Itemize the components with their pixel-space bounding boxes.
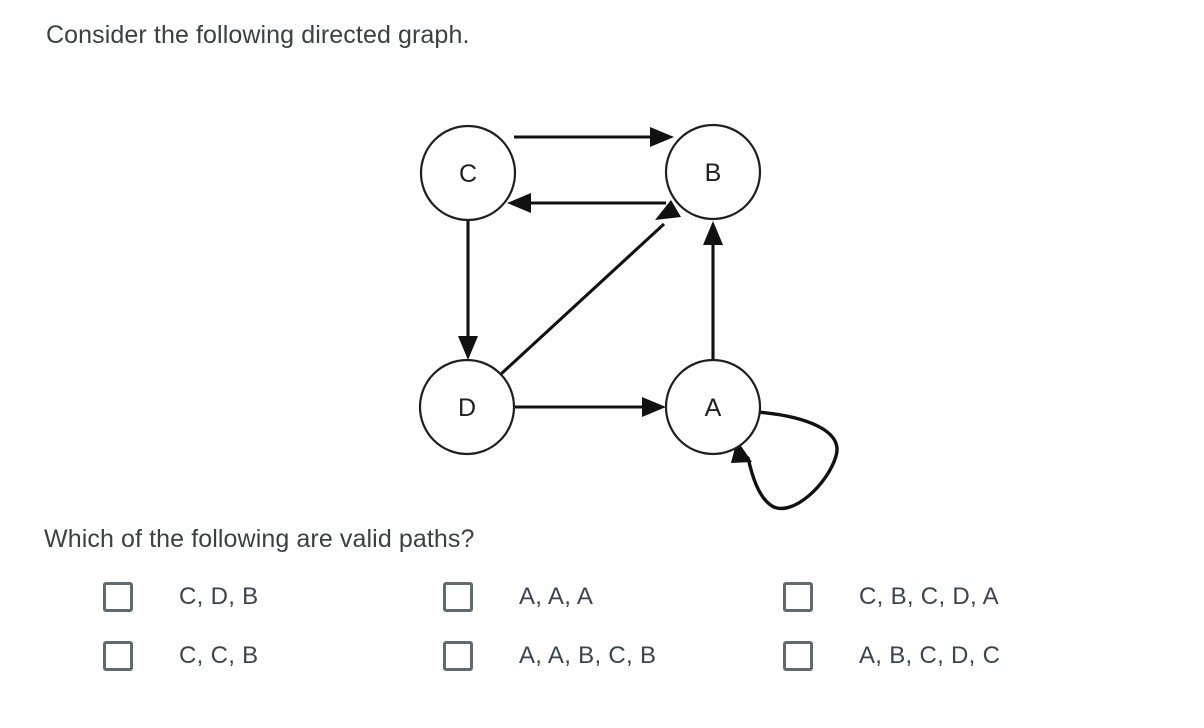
checkbox-c-d-b[interactable] (103, 582, 133, 612)
option-a-b-c-d-c[interactable]: A, B, C, D, C (783, 637, 1123, 675)
prompt-text: Consider the following directed graph. (46, 21, 470, 49)
checkbox-a-b-c-d-c[interactable] (783, 641, 813, 671)
option-a-a-a[interactable]: A, A, A (443, 578, 783, 616)
option-label-c-c-b: C, C, B (179, 642, 259, 669)
options-grid: C, D, B A, A, A C, B, C, D, A C, C, B A,… (103, 578, 1123, 696)
directed-graph-figure: C B D A (400, 100, 860, 530)
edge-c-to-b (514, 127, 674, 147)
checkbox-a-a-b-c-b[interactable] (443, 641, 473, 671)
node-label-d: D (458, 394, 476, 422)
graph-svg: C B D A (418, 123, 839, 510)
edge-d-to-a (514, 397, 666, 417)
option-label-a-a-b-c-b: A, A, B, C, B (519, 642, 657, 669)
option-label-c-b-c-d-a: C, B, C, D, A (859, 583, 999, 610)
node-label-a: A (705, 394, 722, 422)
graph-node-c: C (419, 124, 517, 222)
graph-node-b: B (664, 123, 762, 221)
graph-node-a: A (664, 358, 762, 456)
checkbox-c-c-b[interactable] (103, 641, 133, 671)
edge-c-to-d (458, 220, 478, 360)
option-c-c-b[interactable]: C, C, B (103, 637, 443, 675)
node-label-c: C (459, 160, 477, 188)
option-label-a-b-c-d-c: A, B, C, D, C (859, 642, 1001, 669)
option-label-a-a-a: A, A, A (519, 583, 594, 610)
checkbox-a-a-a[interactable] (443, 582, 473, 612)
edge-b-to-c (507, 193, 666, 213)
option-label-c-d-b: C, D, B (179, 583, 259, 610)
graph-node-d: D (418, 358, 516, 456)
option-c-b-c-d-a[interactable]: C, B, C, D, A (783, 578, 1123, 616)
option-a-a-b-c-b[interactable]: A, A, B, C, B (443, 637, 783, 675)
checkbox-c-b-c-d-a[interactable] (783, 582, 813, 612)
option-c-d-b[interactable]: C, D, B (103, 578, 443, 616)
node-label-b: B (705, 159, 722, 187)
question-text: Which of the following are valid paths? (44, 525, 475, 553)
edge-d-to-b (499, 200, 681, 376)
edge-a-to-b (703, 221, 723, 360)
